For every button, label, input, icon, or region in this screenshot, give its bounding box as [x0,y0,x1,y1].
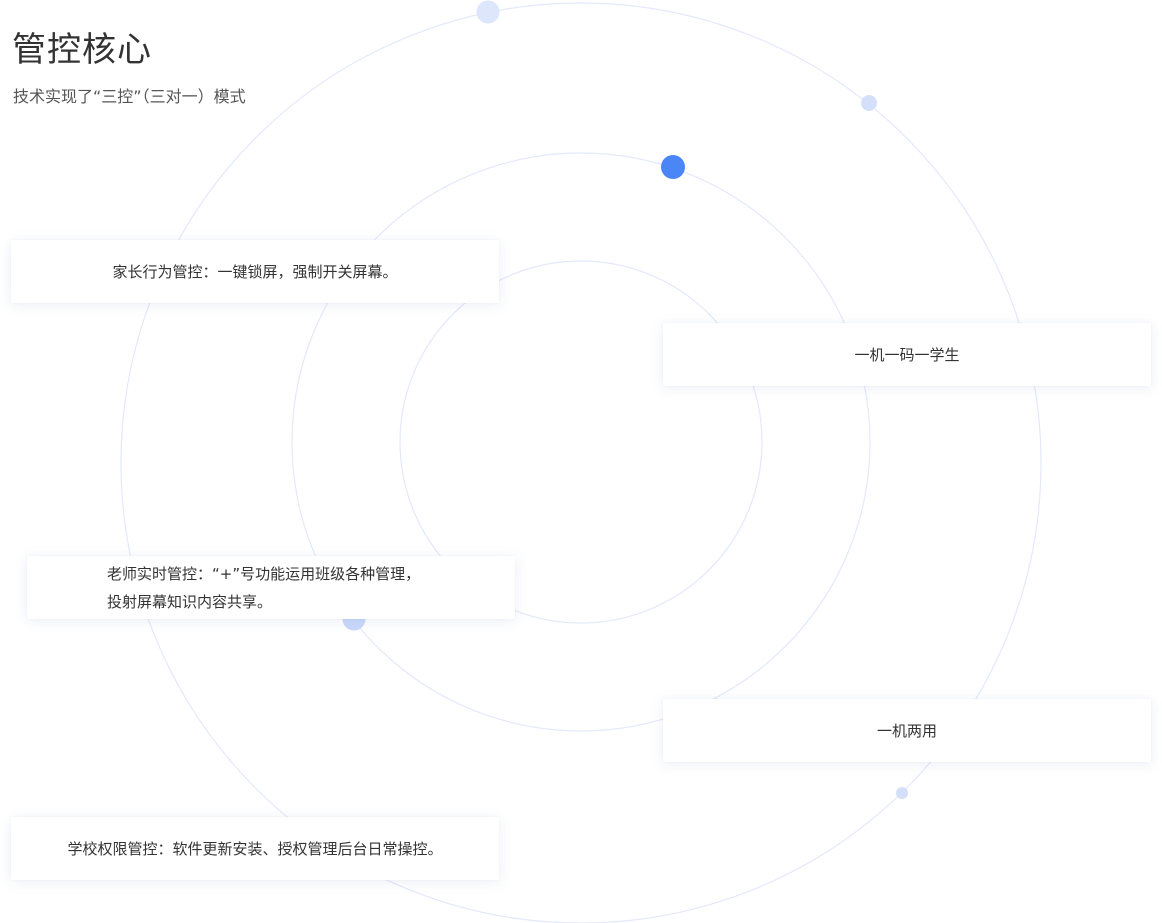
page-title: 管控核心 [12,30,152,70]
outer-orbit [120,2,1042,923]
dual-use-text: 一机两用 [876,722,937,740]
parent-control-text: 家长行为管控：一键锁屏，强制开关屏幕。 [112,263,398,281]
student-code-text: 一机一码一学生 [854,346,960,364]
inner-orbit [399,260,763,624]
orbit-dot-top [476,0,500,24]
orbit-dot-lower-right [896,787,908,799]
orbit-dot-primary [661,155,685,179]
dual-use-card: 一机两用 [663,699,1151,762]
teacher-control-text-line2: 投射屏幕知识内容共享。 [107,592,273,611]
student-code-card: 一机一码一学生 [663,323,1151,386]
orbit-dot-upper-right [861,95,877,111]
school-control-text: 学校权限管控：软件更新安装、授权管理后台日常操控。 [67,840,443,858]
school-control-card: 学校权限管控：软件更新安装、授权管理后台日常操控。 [11,817,499,880]
parent-control-card: 家长行为管控：一键锁屏，强制开关屏幕。 [11,240,499,303]
page-subtitle: 技术实现了“三控”（三对一）模式 [13,87,246,106]
middle-orbit [291,152,871,732]
teacher-control-card: 老师实时管控：“+”号功能运用班级各种管理， 投射屏幕知识内容共享。 [27,556,515,619]
teacher-control-text-line1: 老师实时管控：“+”号功能运用班级各种管理， [107,564,421,583]
